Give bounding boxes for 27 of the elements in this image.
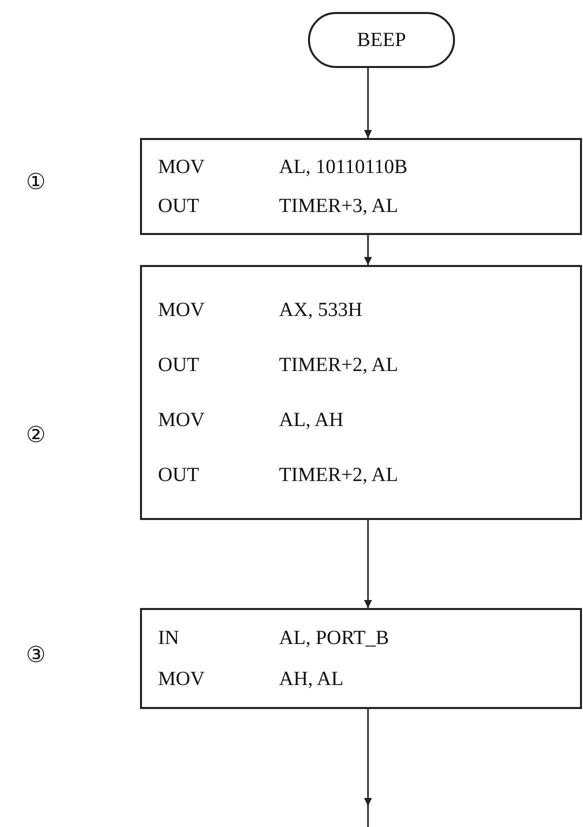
operand-text: AX, 533H	[279, 298, 364, 322]
instruction-text: OUT	[158, 194, 200, 218]
process-box	[140, 608, 582, 709]
arrow	[364, 68, 372, 138]
process-box	[140, 138, 582, 235]
instruction-text: MOV	[158, 298, 206, 322]
instruction-text: OUT	[158, 463, 200, 487]
arrow	[364, 235, 372, 265]
operand-text: TIMER+2, AL	[279, 353, 400, 377]
operand-text: AL, AH	[279, 408, 344, 432]
instruction-text: OUT	[158, 353, 200, 377]
instruction-text: MOV	[158, 408, 206, 432]
instruction-text: MOV	[158, 155, 206, 179]
arrow	[364, 709, 372, 806]
process-box	[140, 265, 582, 520]
operand-text: AL, PORT_B	[279, 626, 390, 650]
arrow	[364, 520, 372, 608]
callout-number: ③	[26, 643, 46, 667]
callout-number: ①	[26, 170, 46, 194]
callout-number: ②	[26, 423, 46, 447]
terminal-label: BEEP	[357, 28, 406, 52]
operand-text: AH, AL	[279, 666, 344, 691]
instruction-text: MOV	[158, 666, 206, 691]
operand-text: AL, 10110110B	[279, 155, 409, 179]
operand-text: TIMER+2, AL	[279, 463, 400, 487]
instruction-text: IN	[158, 626, 180, 650]
operand-text: TIMER+3, AL	[279, 194, 400, 218]
